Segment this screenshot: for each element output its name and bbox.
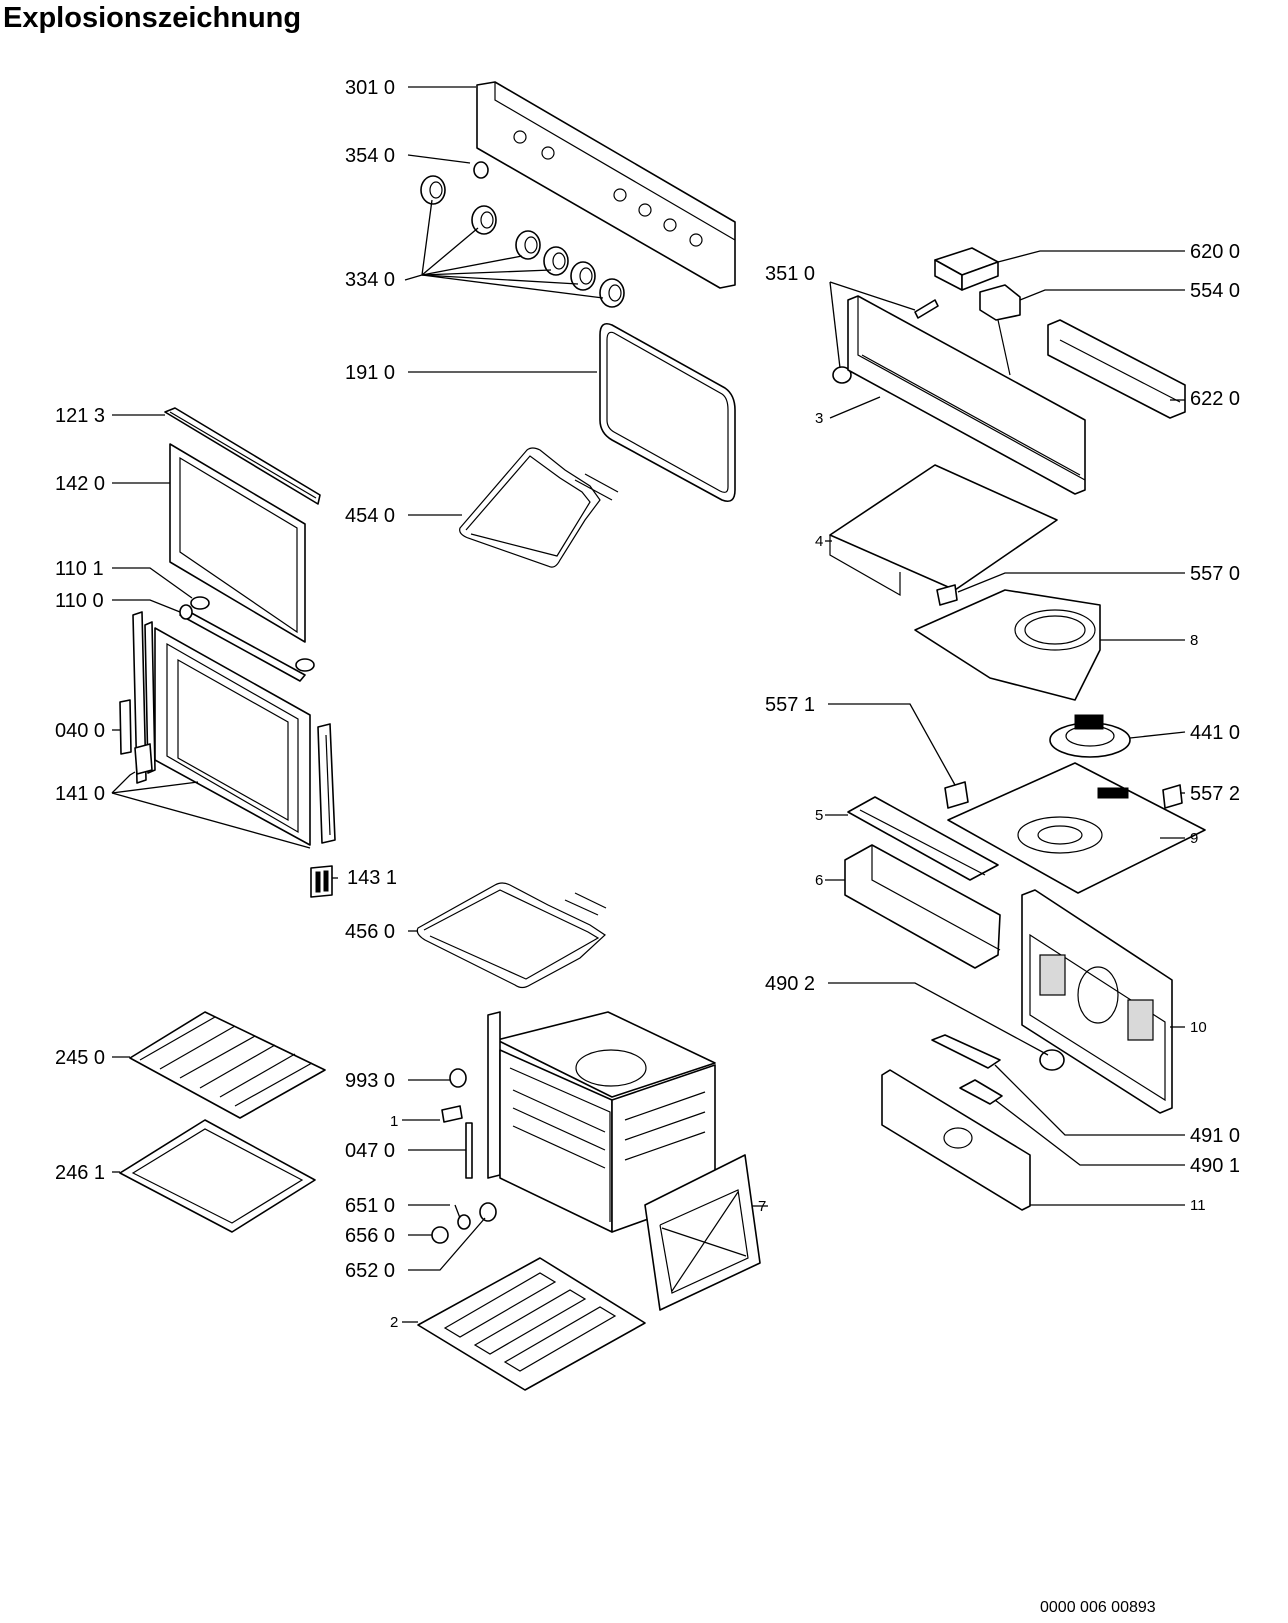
label-620-0: 620 0 bbox=[1190, 241, 1240, 263]
terminal-block-part bbox=[934, 247, 999, 291]
label-141-0: 141 0 bbox=[55, 783, 105, 805]
label-334-0: 334 0 bbox=[345, 269, 395, 291]
lower-heating-element-part bbox=[416, 882, 607, 989]
label-652-0: 652 0 bbox=[345, 1260, 395, 1282]
label-3: 3 bbox=[815, 410, 823, 427]
fan-knob-part bbox=[1039, 1049, 1065, 1071]
label-454-0: 454 0 bbox=[345, 505, 395, 527]
label-2: 2 bbox=[390, 1314, 398, 1331]
upper-heating-element-part bbox=[459, 447, 619, 568]
door-hinge-part bbox=[119, 699, 153, 775]
side-channel-part bbox=[847, 796, 999, 881]
label-1: 1 bbox=[390, 1113, 398, 1130]
label-5: 5 bbox=[815, 807, 823, 824]
inner-door-frame-part bbox=[154, 627, 311, 846]
thermostat-2-part bbox=[944, 781, 1183, 809]
label-491-0: 491 0 bbox=[1190, 1125, 1240, 1147]
label-656-0: 656 0 bbox=[345, 1225, 395, 1247]
fan-cover-part bbox=[844, 844, 1001, 969]
document-number: 0000 006 00893 bbox=[1040, 1599, 1156, 1616]
knob-small-part bbox=[473, 161, 489, 179]
label-047-0: 047 0 bbox=[345, 1140, 395, 1162]
label-10: 10 bbox=[1190, 1019, 1207, 1036]
label-354-0: 354 0 bbox=[345, 145, 395, 167]
label-554-0: 554 0 bbox=[1190, 280, 1240, 302]
bottom-panel-part bbox=[417, 1257, 646, 1391]
door-top-trim-part bbox=[164, 407, 321, 505]
door-side-profile-left-part bbox=[132, 611, 156, 784]
wire-shelf-part bbox=[129, 1011, 326, 1119]
label-142-0: 142 0 bbox=[55, 473, 105, 495]
cavity-small-parts bbox=[431, 1068, 497, 1244]
label-557-2: 557 2 bbox=[1190, 783, 1240, 805]
label-110-0: 110 0 bbox=[55, 590, 104, 612]
switch-block-part bbox=[1047, 319, 1186, 419]
rear-fan-wall-part bbox=[1021, 889, 1173, 1114]
back-panel-part bbox=[644, 1154, 761, 1311]
baking-tray-part bbox=[119, 1119, 316, 1233]
label-651-0: 651 0 bbox=[345, 1195, 395, 1217]
cover-plate-part bbox=[829, 464, 1058, 597]
control-panel-part bbox=[476, 81, 736, 289]
label-246-1: 246 1 bbox=[55, 1162, 105, 1184]
label-301-0: 301 0 bbox=[345, 77, 395, 99]
door-latch-part bbox=[310, 865, 333, 898]
label-143-1: 143 1 bbox=[347, 867, 397, 889]
label-121-3: 121 3 bbox=[55, 405, 105, 427]
label-4: 4 bbox=[815, 533, 823, 550]
label-9: 9 bbox=[1190, 830, 1198, 847]
door-handle-part bbox=[179, 604, 306, 682]
door-side-profile-right-part bbox=[317, 723, 336, 844]
outer-door-glass-part bbox=[169, 443, 306, 643]
label-441-0: 441 0 bbox=[1190, 722, 1240, 744]
label-993-0: 993 0 bbox=[345, 1070, 395, 1092]
relay-part bbox=[959, 1079, 1003, 1105]
fan-motor-part bbox=[1049, 714, 1131, 758]
label-490-2: 490 2 bbox=[765, 973, 815, 995]
label-245-0: 245 0 bbox=[55, 1047, 105, 1069]
leader-lines bbox=[111, 86, 1186, 1323]
wire-connector-part bbox=[931, 1034, 1001, 1069]
control-frame-part bbox=[847, 295, 1086, 495]
door-seal-part bbox=[599, 322, 736, 503]
selector-switch-part bbox=[979, 284, 1021, 376]
label-110-1: 110 1 bbox=[55, 558, 104, 580]
thermostat-part bbox=[936, 584, 958, 606]
control-knobs-part bbox=[420, 175, 625, 308]
label-191-0: 191 0 bbox=[345, 362, 395, 384]
door-hinge-cover-part bbox=[190, 596, 315, 672]
oven-cavity-part bbox=[487, 1011, 716, 1233]
electronic-board-part bbox=[881, 1069, 1031, 1211]
label-8: 8 bbox=[1190, 632, 1198, 649]
label-557-1: 557 1 bbox=[765, 694, 815, 716]
label-11: 11 bbox=[1190, 1197, 1206, 1214]
label-557-0: 557 0 bbox=[1190, 563, 1240, 585]
part-labels: 301 0 354 0 334 0 191 0 454 0 121 3 142 … bbox=[55, 77, 1240, 1331]
fan-housing-part bbox=[914, 589, 1101, 701]
label-622-0: 622 0 bbox=[1190, 388, 1240, 410]
label-7: 7 bbox=[758, 1198, 766, 1215]
page-title: Explosionszeichnung bbox=[3, 2, 301, 34]
label-040-0: 040 0 bbox=[55, 720, 105, 742]
label-490-1: 490 1 bbox=[1190, 1155, 1240, 1177]
label-456-0: 456 0 bbox=[345, 921, 395, 943]
cavity-top-part bbox=[947, 762, 1206, 894]
label-351-0: 351 0 bbox=[765, 263, 815, 285]
lamp-holder-part bbox=[832, 299, 939, 384]
label-6: 6 bbox=[815, 872, 823, 889]
